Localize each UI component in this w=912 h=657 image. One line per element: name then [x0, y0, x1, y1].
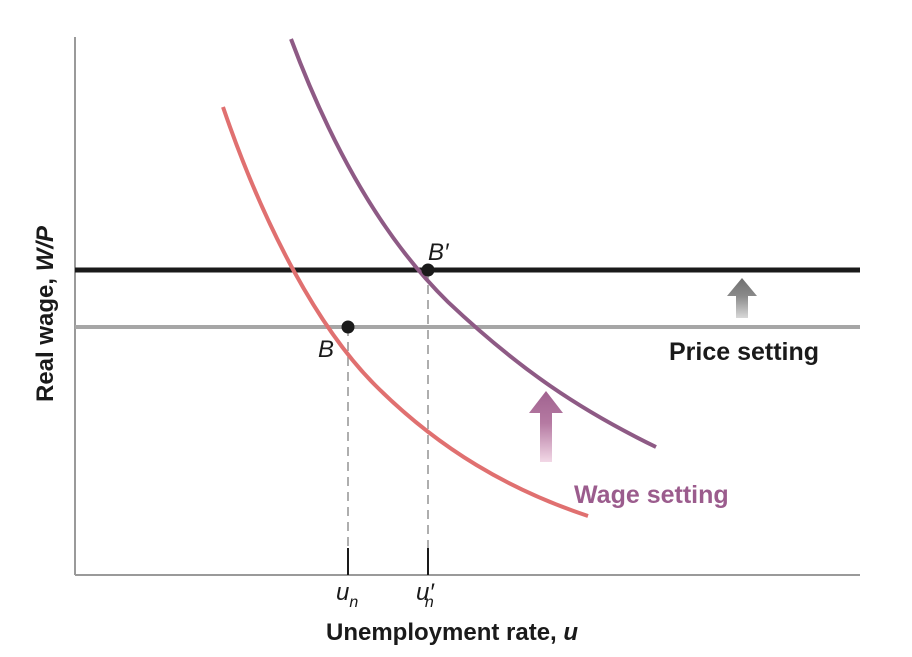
point-b-label: B	[318, 336, 334, 363]
x-axis-title: Unemployment rate, u	[326, 619, 578, 646]
price-setting-label: Price setting	[669, 338, 819, 366]
wage-setting-label: Wage setting	[574, 481, 729, 509]
wage-setting-curve-new	[289, 38, 657, 449]
y-axis-title: Real wage, W/P	[32, 225, 59, 402]
wage-setting-curve-old	[221, 106, 589, 518]
tick-label-un-prime: u′n	[416, 579, 435, 611]
point-b-prime	[421, 263, 435, 277]
price-setting-shift-arrow	[727, 278, 757, 318]
wage-setting-shift-arrow	[529, 391, 563, 462]
point-b-prime-label: B′	[428, 239, 450, 266]
point-b	[341, 320, 355, 334]
tick-label-un: un	[336, 579, 358, 611]
